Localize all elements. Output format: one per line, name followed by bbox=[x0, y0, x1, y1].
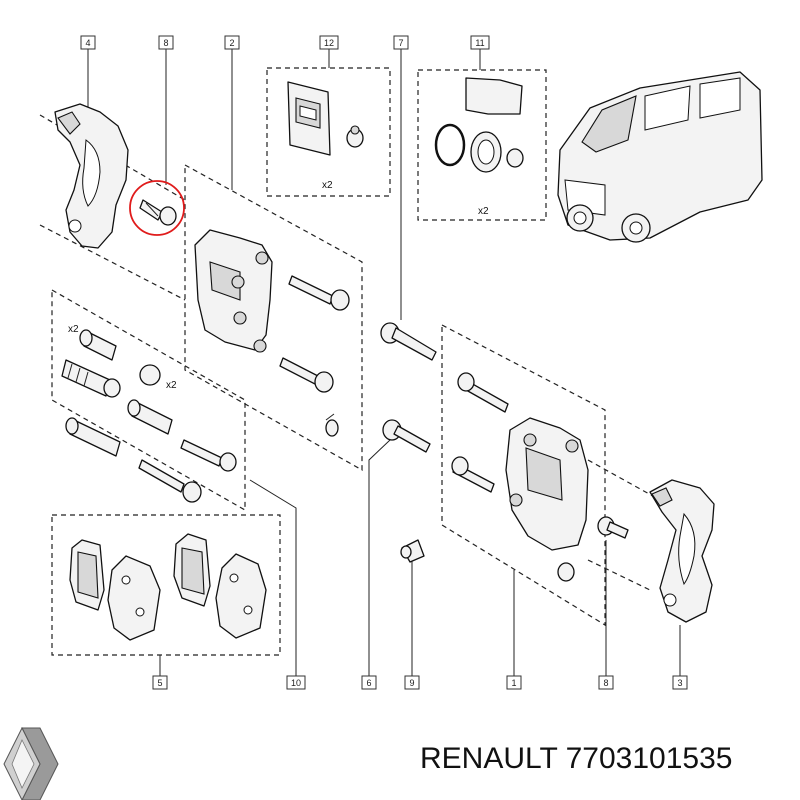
group-outline-guide-kit-10 bbox=[51, 288, 246, 512]
brake-pad bbox=[69, 539, 105, 611]
guide-sleeve bbox=[127, 399, 173, 435]
projection-line bbox=[39, 224, 186, 301]
svg-text:3: 3 bbox=[677, 678, 682, 688]
callout-5: 5 bbox=[152, 675, 168, 690]
callout-7: 7 bbox=[393, 35, 409, 50]
highlight-circle bbox=[129, 180, 185, 236]
guide-bolt-upper bbox=[288, 275, 350, 311]
brake-pad bbox=[107, 555, 161, 641]
qty-label: x2 bbox=[68, 324, 79, 335]
callout-6: 6 bbox=[361, 675, 377, 690]
bleed-screw bbox=[400, 539, 425, 563]
callout-12: 12 bbox=[319, 35, 339, 50]
svg-text:10: 10 bbox=[291, 678, 301, 688]
qty-label: x2 bbox=[166, 380, 177, 391]
caliper-bracket-left bbox=[54, 103, 129, 249]
callout-3: 3 bbox=[672, 675, 688, 690]
callout-4: 4 bbox=[80, 35, 96, 50]
svg-text:7: 7 bbox=[398, 38, 403, 48]
svg-text:12: 12 bbox=[324, 38, 334, 48]
projection-line bbox=[587, 559, 651, 591]
bleed-screw-upper bbox=[325, 413, 339, 437]
brand-part-number: RENAULT 7703101535 bbox=[420, 742, 733, 775]
group-outline-pads-5 bbox=[51, 514, 281, 656]
guide-pin-kit: x2 x2 bbox=[61, 324, 237, 503]
leader-line bbox=[249, 479, 297, 676]
svg-text:1: 1 bbox=[511, 678, 516, 688]
bushing bbox=[79, 329, 117, 361]
svg-text:2: 2 bbox=[229, 38, 234, 48]
qty-label: x2 bbox=[478, 206, 489, 217]
guide-bolt-a bbox=[180, 439, 237, 472]
callout-11: 11 bbox=[470, 35, 490, 50]
svg-text:4: 4 bbox=[85, 38, 90, 48]
callout-8-top: 8 bbox=[158, 35, 174, 50]
callout-1: 1 bbox=[506, 675, 522, 690]
projection-line bbox=[587, 459, 661, 501]
bolt-8-highlighted bbox=[129, 180, 185, 236]
bolt-6 bbox=[382, 419, 431, 453]
bolt-7 bbox=[380, 322, 437, 361]
svg-text:11: 11 bbox=[475, 38, 484, 48]
dust-boot bbox=[61, 359, 121, 398]
guide-bolt-b bbox=[138, 459, 202, 503]
callout-2: 2 bbox=[224, 35, 240, 50]
brake-pads-set bbox=[69, 533, 267, 641]
van-illustration bbox=[557, 71, 763, 243]
brake-pad bbox=[215, 553, 267, 639]
bolt-8-bottom bbox=[597, 516, 629, 539]
qty-label: x2 bbox=[322, 180, 333, 191]
group-outline-caliper-1 bbox=[441, 324, 606, 627]
caliper-bracket-right bbox=[649, 479, 715, 623]
callout-9: 9 bbox=[404, 675, 420, 690]
caliper-body-lower bbox=[451, 372, 589, 582]
svg-text:9: 9 bbox=[409, 678, 414, 688]
caliper-body-upper bbox=[194, 229, 273, 353]
group-outline-seals-11 bbox=[417, 69, 547, 221]
brake-pad bbox=[173, 533, 211, 607]
svg-text:5: 5 bbox=[157, 678, 162, 688]
callout-8-bottom: 8 bbox=[598, 675, 614, 690]
svg-text:8: 8 bbox=[603, 678, 608, 688]
leader-line bbox=[368, 439, 391, 676]
callout-10: 10 bbox=[286, 675, 306, 690]
svg-text:6: 6 bbox=[366, 678, 371, 688]
cap: x2 bbox=[139, 364, 177, 391]
guide-bolt-lower bbox=[279, 357, 334, 393]
clip-kit: x2 bbox=[287, 81, 364, 191]
svg-text:8: 8 bbox=[163, 38, 168, 48]
group-outline-caliper-2 bbox=[184, 163, 363, 472]
guide-pin-long bbox=[65, 417, 121, 457]
seal-ring bbox=[434, 123, 466, 167]
renault-logo-icon bbox=[3, 726, 59, 800]
seal-kit: x2 bbox=[434, 77, 524, 217]
